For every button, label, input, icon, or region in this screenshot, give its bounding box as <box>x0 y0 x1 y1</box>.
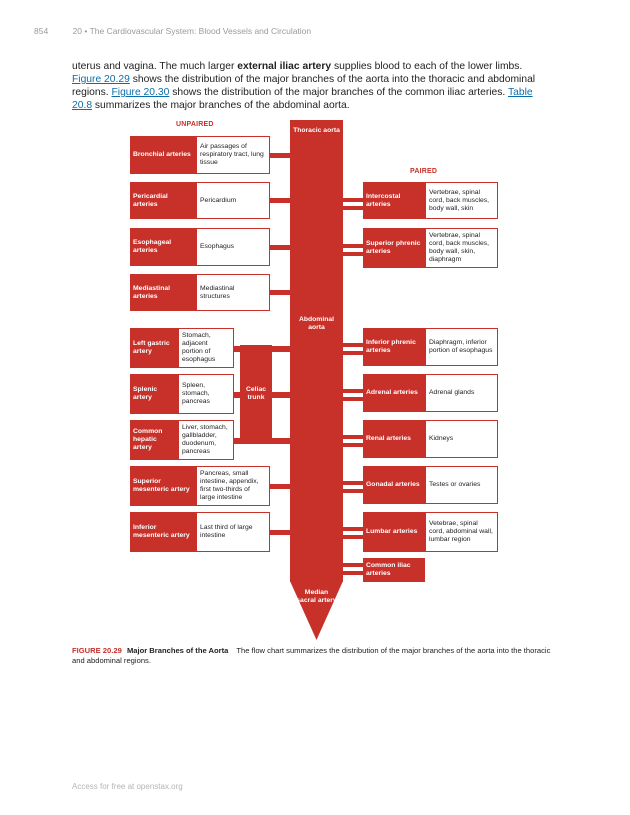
text-run: supplies blood to each of the lower limb… <box>331 61 523 72</box>
unpaired-artery-box: Mediastinal arteries <box>130 274 196 311</box>
branch-connector <box>270 484 290 489</box>
branch-connector <box>270 198 290 203</box>
target-box: Air passages of respiratory tract, lung … <box>196 136 270 174</box>
target-box: Kidneys <box>425 420 498 458</box>
branch-connector <box>343 481 363 485</box>
paired-artery-box: Adrenal arteries <box>363 374 425 412</box>
unpaired-artery-box: Bronchial arteries <box>130 136 196 174</box>
branch-connector <box>343 206 363 210</box>
celiac-branch-box: Common hepatic artery <box>130 420 178 460</box>
branch-connector <box>343 351 363 355</box>
page-number: 854 <box>34 26 49 36</box>
target-box: Spleen, stomach, pancreas <box>178 374 234 414</box>
target-box: Pancreas, small intestine, appendix, fir… <box>196 466 270 506</box>
celiac-branch-box: Splenic artery <box>130 374 178 414</box>
branch-connector <box>343 489 363 493</box>
paired-artery-box: Inferior phrenic arteries <box>363 328 425 366</box>
branch-connector <box>343 198 363 202</box>
target-box: Vertebrae, spinal cord, back muscles, bo… <box>425 228 498 268</box>
table-link[interactable]: Table 20.8 <box>72 87 533 111</box>
branch-connector <box>343 252 363 256</box>
target-box: Vertebrae, spinal cord, back muscles, bo… <box>425 182 498 219</box>
text-run: summarizes the major branches of the abd… <box>92 100 350 111</box>
target-box: Adrenal glands <box>425 374 498 412</box>
figure-link[interactable]: Figure 20.29 <box>72 74 130 85</box>
bold-term: external iliac artery <box>237 61 332 72</box>
unpaired-label: UNPAIRED <box>176 121 214 128</box>
median-sacral-label: Median sacral artery <box>296 589 337 604</box>
target-box: Mediastinal structures <box>196 274 270 311</box>
branch-connector <box>343 443 363 447</box>
celiac-branch-box: Left gastric artery <box>130 328 178 368</box>
unpaired-artery-box: Pericardial arteries <box>130 182 196 219</box>
chapter-title: 20 • The Cardiovascular System: Blood Ve… <box>72 26 312 36</box>
text-run: shows the distribution of the major bran… <box>169 87 508 98</box>
aorta-trunk <box>290 120 343 582</box>
target-box: Vetebrae, spinal cord, abdominal wall, l… <box>425 512 498 552</box>
branch-connector <box>343 571 363 575</box>
figure-title: Major Branches of the Aorta <box>126 646 229 655</box>
body-paragraph: uterus and vagina. The much larger exter… <box>72 60 552 112</box>
thoracic-aorta-label: Thoracic aorta <box>293 127 340 134</box>
paired-artery-box: Gonadal arteries <box>363 466 425 504</box>
mesenteric-artery-box: Inferior mesenteric artery <box>130 512 196 552</box>
target-box: Stomach, adjacent portion of esophagus <box>178 328 234 368</box>
branch-connector <box>343 244 363 248</box>
branch-connector <box>270 245 290 250</box>
abdominal-aorta-label: Abdominal aorta <box>298 316 335 331</box>
branch-connector <box>343 435 363 439</box>
mesenteric-artery-box: Superior mesenteric artery <box>130 466 196 506</box>
figure-number: FIGURE 20.29 <box>72 646 122 655</box>
branch-connector <box>343 397 363 401</box>
target-box: Liver, stomach, gallbladder, duodenum, p… <box>178 420 234 460</box>
celiac-trunk: Celiac trunk <box>240 345 272 442</box>
text-run: shows the distribution of the major bran… <box>72 74 536 98</box>
target-box: Diaphragm, inferior portion of esophagus <box>425 328 498 366</box>
unpaired-artery-box: Esophageal arteries <box>130 228 196 266</box>
text-run: uterus and vagina. The much larger <box>72 61 238 72</box>
footer[interactable]: Access for free at openstax.org <box>72 782 183 791</box>
paired-label: PAIRED <box>410 168 438 175</box>
figure-link[interactable]: Figure 20.30 <box>111 87 170 98</box>
branch-connector <box>343 389 363 393</box>
caption-text: The flow chart summarizes the distributi… <box>72 646 551 665</box>
celiac-to-aorta-connector <box>272 392 290 398</box>
branch-connector <box>343 527 363 531</box>
figure-caption: FIGURE 20.29 Major Branches of the Aorta… <box>72 646 552 666</box>
paired-artery-box: Lumbar arteries <box>363 512 425 552</box>
branch-connector <box>270 290 290 295</box>
page-header: 854 20 • The Cardiovascular System: Bloo… <box>34 26 311 36</box>
paired-artery-box: Renal arteries <box>363 420 425 458</box>
branch-connector <box>270 153 290 158</box>
branch-connector <box>343 563 363 567</box>
target-box: Esophagus <box>196 228 270 266</box>
common-iliac-box: Common iliac arteries <box>363 558 425 582</box>
paired-artery-box: Superior phrenic arteries <box>363 228 425 268</box>
branch-connector <box>343 343 363 347</box>
target-box: Pericardium <box>196 182 270 219</box>
branch-connector <box>270 530 290 535</box>
paired-artery-box: Intercostal arteries <box>363 182 425 219</box>
target-box: Testes or ovaries <box>425 466 498 504</box>
aorta-arrow <box>290 581 343 640</box>
target-box: Last third of large intestine <box>196 512 270 552</box>
branch-connector <box>343 535 363 539</box>
